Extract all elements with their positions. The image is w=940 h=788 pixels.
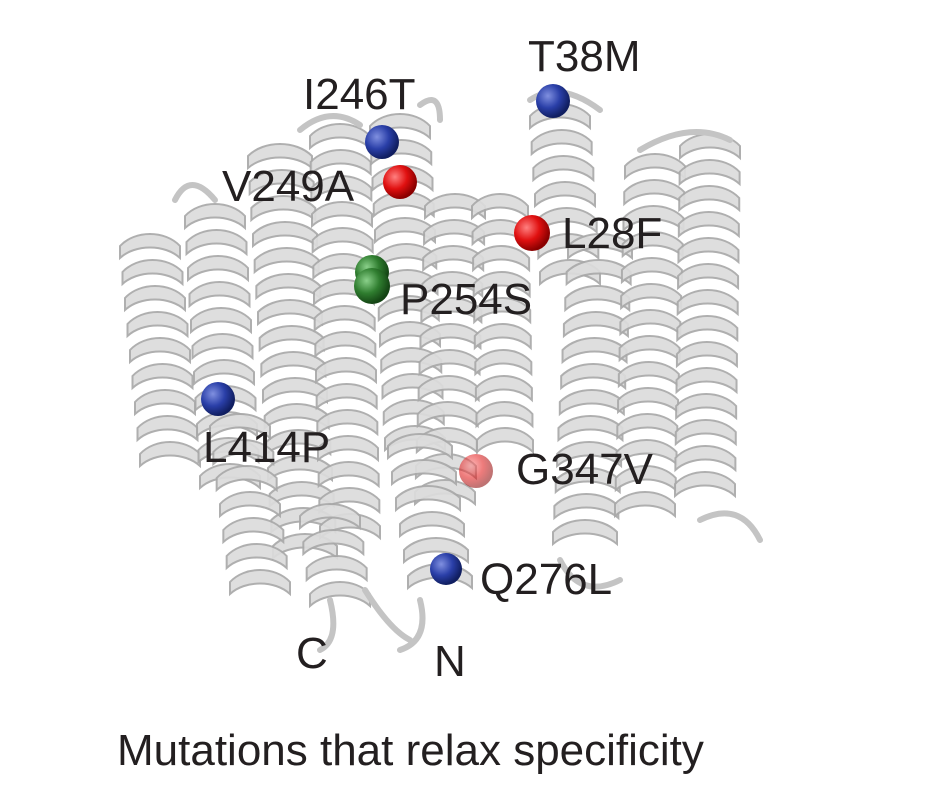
figure-caption: Mutations that relax specificity — [117, 726, 704, 775]
mutation-sphere-l28f — [514, 215, 550, 251]
loop-1 — [172, 182, 218, 203]
helix-14 — [209, 413, 291, 597]
mutation-label-l414p: L414P — [203, 423, 330, 472]
loop-6 — [697, 510, 763, 543]
mutation-sphere-v249a — [383, 165, 417, 199]
mutation-label-q276l: Q276L — [480, 555, 612, 604]
loop-9 — [317, 597, 337, 653]
helix-12 — [387, 433, 473, 591]
loop-5 — [637, 129, 733, 153]
c-terminus-label: C — [296, 629, 328, 678]
protein-ribbon-cartoon — [119, 89, 763, 653]
mutation-label-l28f: L28F — [562, 209, 662, 258]
mutation-sphere-p254s — [354, 268, 390, 304]
mutation-label-t38m: T38M — [528, 32, 640, 81]
mutation-sphere-q276l — [430, 553, 462, 585]
mutation-sphere-t38m — [536, 84, 570, 118]
helix-9 — [552, 233, 633, 547]
helix-1 — [119, 233, 201, 469]
helix-7 — [471, 193, 534, 455]
helix-13 — [299, 503, 371, 609]
mutation-label-p254s: P254S — [400, 275, 532, 324]
mutation-sphere-i246t — [365, 125, 399, 159]
loop-7 — [362, 587, 413, 643]
n-terminus-label: N — [434, 637, 466, 686]
loop-8 — [397, 597, 426, 653]
mutation-spheres — [201, 84, 570, 585]
mutation-sphere-g347v — [459, 454, 493, 488]
loop-2 — [297, 113, 363, 133]
mutation-label-v249a: V249A — [222, 162, 355, 211]
loop-10 — [557, 557, 623, 590]
mutation-label-g347v: G347V — [516, 445, 654, 494]
mutation-sphere-l414p — [201, 382, 235, 416]
loop-3 — [417, 97, 443, 123]
helix-11 — [674, 133, 741, 499]
mutation-label-i246t: I246T — [303, 70, 416, 119]
